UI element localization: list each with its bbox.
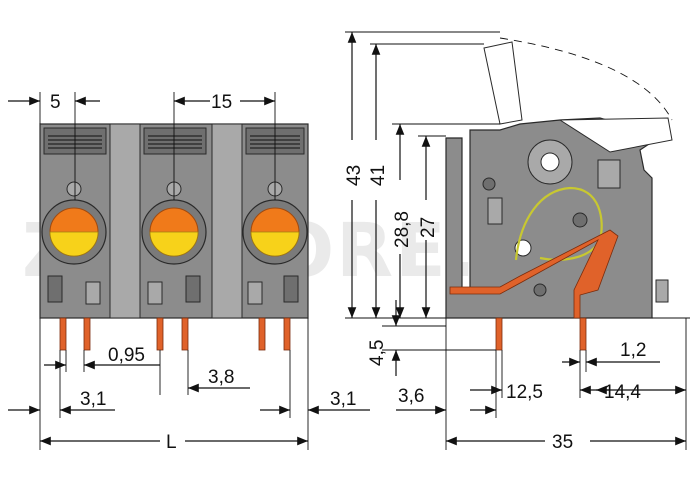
pole-separator-2: [211, 123, 243, 319]
pole-2: [141, 127, 207, 305]
lever-yellow-3: [250, 231, 300, 257]
lever-closed: [558, 117, 673, 153]
dim-back: 14,4: [604, 382, 641, 403]
dim-pin-offset: 3,6: [398, 386, 424, 407]
lever-swing-arc: [499, 37, 673, 121]
pole-separator-1: [109, 123, 141, 319]
dim-pitch: 5: [50, 92, 61, 113]
side-view: 43 41 28,8 27 4,5 3,6 12,5: [344, 31, 690, 453]
dim-offset-right: 3,1: [330, 389, 356, 410]
lever-open-outline: [483, 41, 523, 125]
dim-spacing: 15: [211, 92, 232, 113]
dim-pin-width: 0,95: [108, 345, 145, 366]
dim-height-28-8: 28,8: [392, 211, 413, 248]
solder-pins: [59, 317, 291, 351]
dim-height-43: 43: [344, 165, 365, 186]
dim-pin-pitch: 12,5: [506, 382, 543, 403]
front-view: 5 15 0,95 3,8 3,1 3,1 L: [8, 92, 370, 453]
dim-depth: 35: [552, 432, 573, 453]
side-pin-rear: [579, 317, 587, 351]
dim-height-27: 27: [418, 217, 439, 238]
side-pin-front: [495, 317, 503, 351]
dim-height-41: 41: [368, 165, 389, 186]
dim-length: L: [166, 432, 177, 453]
lever-yellow-2: [149, 231, 199, 257]
clamp-spring: [514, 186, 603, 261]
dim-offset-left: 3,1: [80, 389, 106, 410]
dim-pin-length: 4,5: [367, 340, 388, 366]
pole-3: [242, 127, 308, 305]
dim-pin-gap: 3,8: [208, 367, 234, 388]
dim-side-pin-width: 1,2: [620, 340, 646, 361]
lever-yellow-1: [49, 231, 99, 257]
